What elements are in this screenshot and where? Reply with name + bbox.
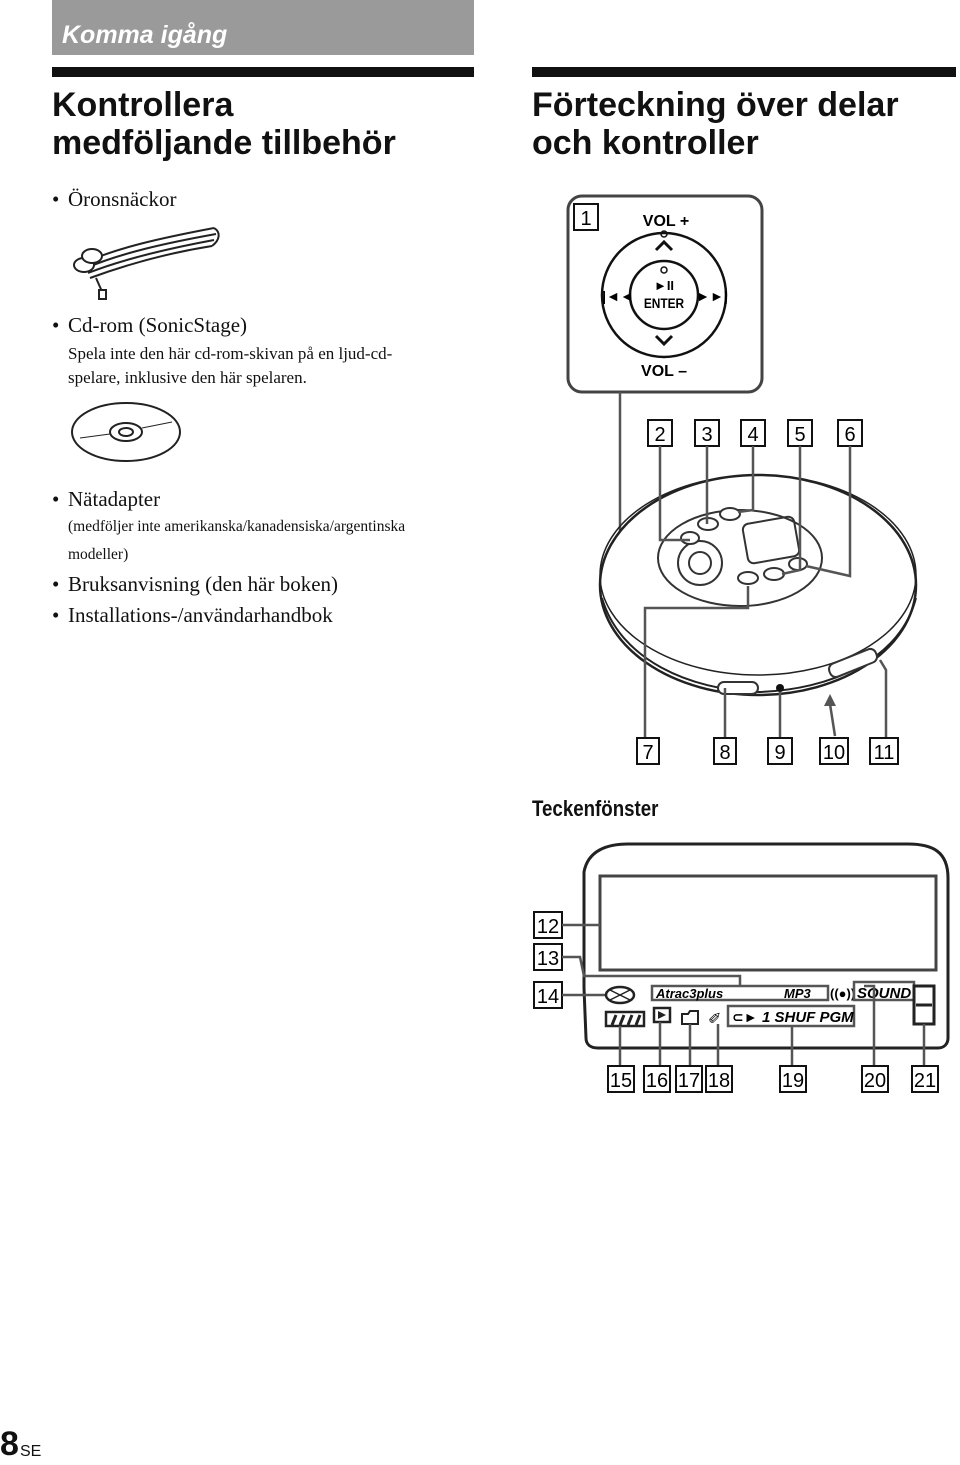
callout-label: 8	[719, 742, 730, 764]
lcd-window	[741, 515, 801, 565]
side-switch	[828, 647, 878, 679]
vol-minus-label: VOL –	[641, 363, 687, 380]
page-number: 8	[0, 1425, 19, 1463]
item-label: Öronsnäckor	[68, 187, 177, 211]
callout-label: 7	[642, 742, 653, 764]
atrac-label: Atrac3plus	[655, 986, 723, 1001]
atrac-indicator-box	[650, 984, 830, 1002]
earphones-illustration	[73, 227, 220, 300]
callout-label: 1	[580, 208, 591, 230]
enter-label: ENTER	[644, 295, 685, 311]
adapter-note-line2: modeller)	[68, 546, 129, 563]
item-label: Nätadapter	[68, 487, 161, 511]
callouts-bottom: 15 16 17 18 19 20 21	[607, 1065, 939, 1093]
callout-label: 11	[874, 742, 895, 764]
left-heading-line1: Kontrollera	[52, 86, 234, 124]
left-heading: Kontrollera medföljande tillbehör	[52, 86, 396, 162]
cd-illustration	[71, 402, 181, 462]
group-indicator-icon: ((●))	[830, 986, 855, 1001]
callout-label: 5	[794, 424, 805, 446]
callout-label: 4	[747, 424, 758, 446]
callout-label: 10	[823, 742, 845, 764]
page-language-suffix: SE	[20, 1443, 42, 1460]
dot-matrix-area	[598, 874, 938, 972]
right-heading-rule	[532, 67, 956, 77]
callout-label: 17	[678, 1070, 700, 1092]
list-item-manual: •Bruksanvisning (den här boken)	[52, 572, 339, 596]
callout-label: 19	[782, 1070, 804, 1092]
repeat-icon: ⊂►	[732, 1009, 758, 1025]
callouts-row1: 2 3 4 5 6	[647, 419, 863, 447]
list-item-earphones: •Öronsnäckor	[52, 187, 177, 211]
callout-label: 15	[610, 1070, 632, 1092]
adapter-note-line1: (medföljer inte amerikanska/kanadensiska…	[68, 518, 406, 535]
left-heading-rule	[52, 67, 474, 77]
item-label: Cd-rom (SonicStage)	[68, 313, 248, 337]
list-item-install-guide: •Installations-/användarhandbok	[52, 603, 333, 627]
list-item-adapter: •Nätadapter	[52, 487, 161, 511]
left-heading-line2: medföljande tillbehör	[52, 124, 396, 162]
controls-diagram: 1 VOL + ►II ENTER |◄◄ ►►| VOL – 2 3 4 5 …	[566, 194, 918, 765]
mp3-label: MP3	[784, 986, 812, 1001]
right-heading: Förteckning över delar och kontroller	[532, 86, 899, 162]
prev-track-icon: |◄◄	[602, 288, 634, 304]
section-tab: Komma igång	[52, 0, 474, 55]
callout-box	[573, 203, 599, 231]
callouts-row2: 7 8 9 10 11	[636, 737, 899, 765]
folder-icon	[681, 1010, 699, 1025]
play-pause-label: ►II	[654, 278, 674, 293]
callout-label: 13	[537, 948, 559, 970]
cdrom-note-line2: spelare, inklusive den här spelaren.	[68, 368, 307, 387]
display-diagram: 12 13 14 Atrac3plus MP3 ((●)) SOUND ✐ ⊂►…	[533, 842, 950, 1093]
bookmark-icon: ✐	[708, 1011, 721, 1028]
next-track-icon: ►►|	[696, 288, 728, 304]
item-label: Installations-/användarhandbok	[68, 603, 333, 627]
right-heading-line1: Förteckning över delar	[532, 86, 899, 124]
play-mode-label: 1 SHUF PGM	[762, 1009, 854, 1026]
callout-label: 16	[646, 1070, 668, 1092]
control-panel	[657, 509, 823, 607]
sound-label: SOUND	[857, 985, 911, 1002]
callouts-left: 12 13 14	[533, 911, 563, 1009]
callout-label: 9	[774, 742, 785, 764]
callout-label: 12	[537, 916, 559, 938]
callout-label: 18	[708, 1070, 730, 1092]
callout-label: 21	[914, 1070, 936, 1092]
display-section-title: Teckenfönster	[532, 796, 659, 821]
callout-label: 6	[844, 424, 855, 446]
right-heading-line2: och kontroller	[532, 124, 759, 162]
callout-label: 2	[654, 424, 665, 446]
enter-button	[628, 259, 700, 331]
callout-label: 14	[537, 986, 559, 1008]
list-item-cdrom: •Cd-rom (SonicStage)	[52, 313, 248, 337]
display-outline	[582, 842, 950, 1050]
vol-plus-label: VOL +	[643, 213, 689, 230]
item-label: Bruksanvisning (den här boken)	[68, 572, 339, 596]
callout-label: 20	[864, 1070, 886, 1092]
remote-frame	[566, 194, 764, 394]
headphone-jack	[717, 681, 759, 695]
cdrom-note-line1: Spela inte den här cd-rom-skivan på en l…	[68, 344, 393, 363]
callout-label: 3	[701, 424, 712, 446]
jog-dial	[600, 231, 728, 359]
